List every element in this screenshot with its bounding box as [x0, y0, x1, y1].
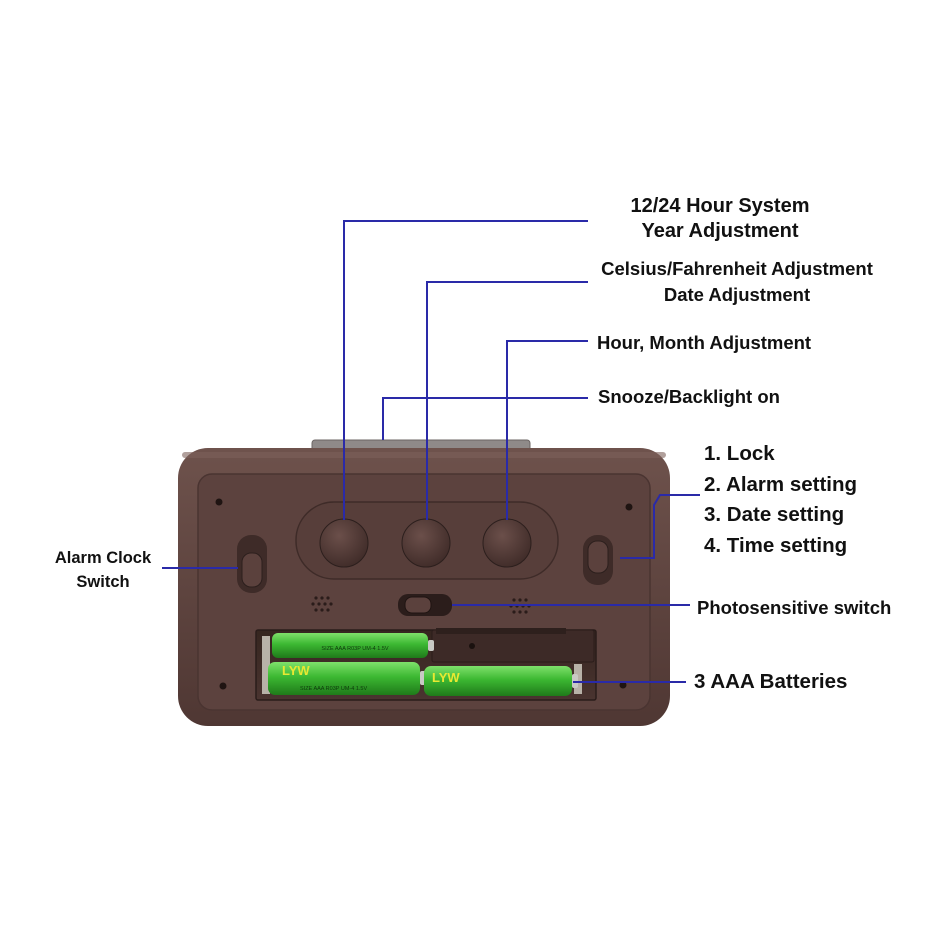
mode-list-item-3: 3. Date setting — [704, 503, 845, 526]
battery-2-brand: LYW — [282, 663, 310, 678]
leader-line-snooze — [382, 397, 588, 440]
speaker-grille-left — [311, 596, 333, 612]
screw-hole-bottom-left — [219, 682, 227, 690]
label-celsius-line-1: Celsius/Fahrenheit Adjustment — [601, 258, 873, 279]
leader-line-hour-month — [506, 340, 588, 520]
down-button[interactable] — [482, 518, 532, 568]
leader-line-celsius — [426, 281, 588, 520]
label-celsius-line-2: Date Adjustment — [663, 283, 811, 305]
mode-list-item-2: 2. Alarm setting — [704, 472, 858, 496]
leader-line-mode-switch — [620, 494, 700, 559]
label-hour-system: 12/24 Hour System Year Adjustment — [575, 196, 865, 241]
up-button[interactable] — [401, 518, 451, 568]
mode-list-item-1: 1. Lock — [704, 442, 775, 465]
alarm-switch-knob[interactable] — [241, 552, 263, 588]
label-batteries: 3 AAA Batteries — [694, 670, 848, 693]
battery-3-brand: LYW — [432, 670, 460, 685]
mode-button[interactable] — [319, 518, 369, 568]
label-hour-system-line-1: 12/24 Hour System — [630, 195, 810, 217]
leader-line-hour-system — [343, 220, 588, 520]
mode-list-item-4: 4. Time setting — [704, 533, 848, 557]
battery-cover-tab — [431, 629, 595, 663]
label-photosensitive: Photosensitive switch — [697, 597, 892, 618]
leader-lines — [162, 220, 700, 683]
label-snooze: Snooze/Backlight on — [598, 386, 780, 407]
photosensitive-switch-knob[interactable] — [404, 596, 432, 614]
label-hour-system-line-2: Year Adjustment — [641, 220, 799, 242]
label-mode-list: 1. Lock 2. Alarm setting 3. Date setting… — [704, 442, 858, 557]
screw-hole-top-left — [215, 498, 223, 506]
label-alarm-switch-line-1: Alarm Clock — [54, 549, 152, 567]
compartment-screw — [469, 643, 475, 649]
battery-1-small-print: SIZE AAA R03P UM-4 1.5V — [321, 646, 388, 652]
mode-switch-knob[interactable] — [587, 540, 609, 574]
label-celsius: Celsius/Fahrenheit Adjustment Date Adjus… — [584, 258, 890, 305]
label-alarm-switch-line-2: Switch — [76, 572, 130, 591]
battery-3 — [424, 666, 578, 696]
battery-2-small-print: SIZE AAA R03P UM-4 1.5V — [300, 686, 367, 692]
label-hour-month: Hour, Month Adjustment — [597, 332, 812, 353]
case-highlight — [182, 452, 666, 458]
screw-hole-bottom-right — [619, 681, 627, 689]
battery-1 — [272, 633, 434, 658]
battery-contact-left — [262, 636, 270, 694]
screw-hole-top-right — [625, 503, 633, 511]
label-alarm-switch: Alarm Clock Switch — [40, 550, 166, 590]
battery-cover-latch — [436, 628, 566, 634]
